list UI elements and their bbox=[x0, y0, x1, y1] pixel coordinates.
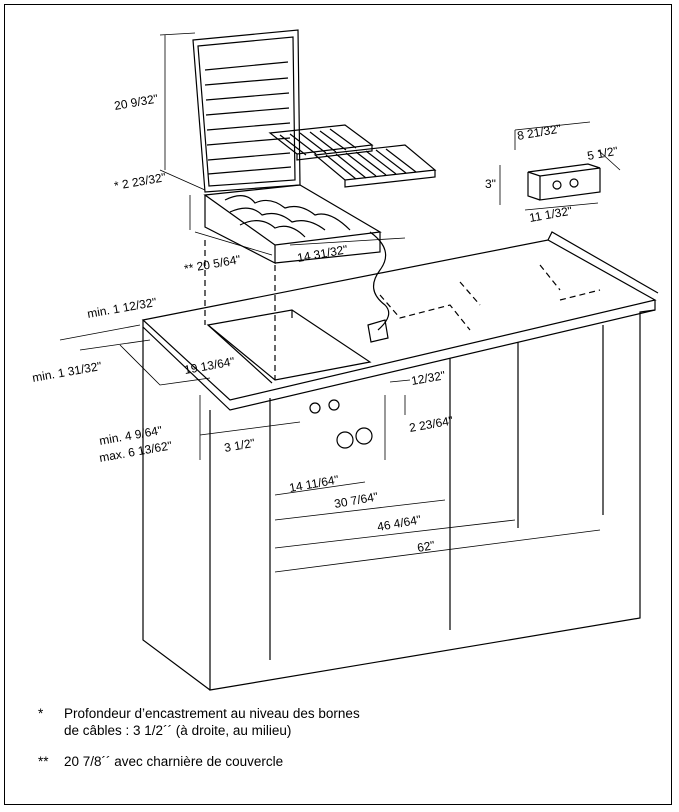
control-knobs bbox=[309, 399, 373, 449]
dim-width-3: 46 4/64" bbox=[376, 512, 422, 533]
dim-knob-gap: 12/32" bbox=[410, 368, 446, 388]
dim-depth-star: * 2 23/32" bbox=[113, 170, 167, 193]
dim-box-width: 11 1/32" bbox=[528, 204, 573, 225]
cabinet bbox=[142, 309, 656, 691]
countertop bbox=[141, 231, 659, 411]
dim-knob-spacing: 2 23/64" bbox=[408, 413, 454, 434]
grill-body bbox=[203, 184, 382, 264]
dim-width-2: 30 7/64" bbox=[333, 489, 379, 510]
dimension-labels: 20 9/32" * 2 23/32" ** 20 5/64" 14 31/32… bbox=[31, 91, 619, 554]
cable-connector bbox=[367, 319, 389, 343]
dim-box-depth: 5 1/2" bbox=[586, 144, 619, 163]
dim-lid-height: 20 9/32" bbox=[113, 91, 159, 112]
footnote: * Profondeur d’encastrement au niveau de… bbox=[38, 705, 638, 739]
dim-width-2star: ** 20 5/64" bbox=[183, 252, 242, 276]
dim-depth-front: 14 31/32" bbox=[296, 242, 349, 265]
dim-box-height: 3" bbox=[485, 177, 496, 191]
dim-min-left: min. 1 31/32" bbox=[31, 359, 103, 385]
footnote-text: 20 7/8´´ avec charnière de couvercle bbox=[64, 754, 284, 769]
dim-min-top: min. 1 12/32" bbox=[86, 295, 158, 321]
power-cable bbox=[369, 231, 390, 331]
footnote-text: Profondeur d’encastrement au niveau des … bbox=[64, 706, 360, 738]
grill-grates bbox=[268, 124, 437, 188]
diagram-frame bbox=[4, 4, 672, 805]
cut-lines bbox=[204, 240, 601, 380]
dim-box-top: 8 21/32" bbox=[516, 121, 562, 142]
connection-box bbox=[527, 163, 601, 201]
footnote-mark: * bbox=[38, 706, 44, 721]
dim-cutout-depth: 19 13/64" bbox=[183, 354, 236, 377]
grill-lid bbox=[192, 29, 301, 193]
dim-width-4: 62" bbox=[416, 538, 436, 555]
footnote-mark: ** bbox=[38, 754, 49, 769]
footnote: ** 20 7/8´´ avec charnière de couvercle bbox=[38, 753, 638, 770]
dimension-lines bbox=[59, 32, 621, 573]
countertop-cutout bbox=[206, 309, 372, 381]
footnotes: * Profondeur d’encastrement au niveau de… bbox=[38, 705, 638, 784]
dim-width-1: 14 11/64" bbox=[288, 472, 340, 494]
dim-knob-offset: 3 1/2" bbox=[223, 436, 256, 455]
